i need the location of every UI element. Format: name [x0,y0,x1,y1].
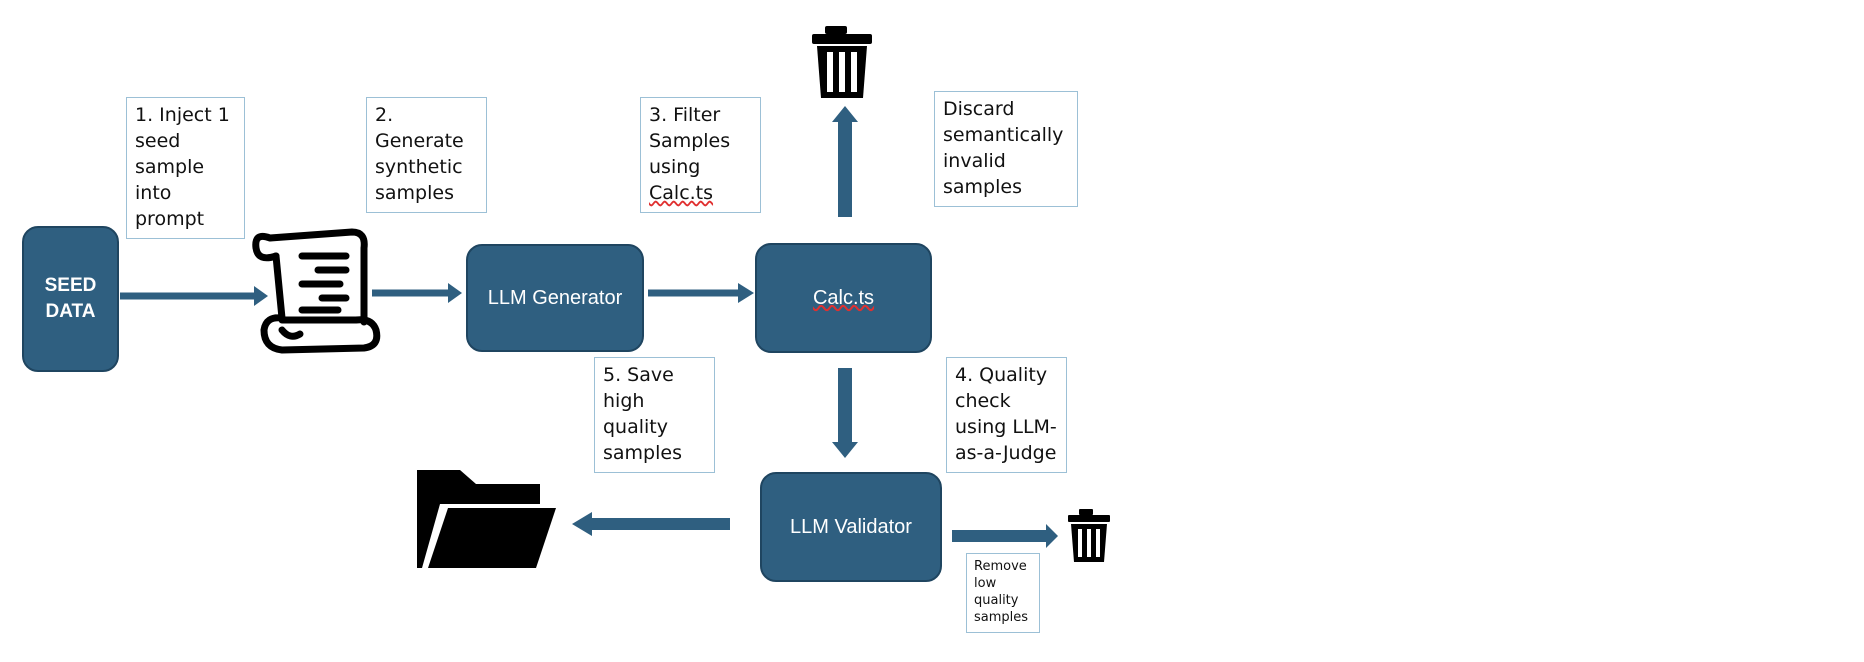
arrow-validator-to-trash [952,524,1058,548]
calc-node: Calc.ts [755,243,932,353]
arrow-calc-to-validator [832,368,858,458]
step4-note: 4. Quality check using LLM- as-a-Judge [946,357,1067,473]
open-folder-icon [417,470,556,568]
trash-icon-top [812,26,872,98]
step2-note: 2. Generate synthetic samples [366,97,487,213]
scroll-document-icon [252,228,381,354]
llm-validator-label: LLM Validator [790,515,912,538]
arrow-seed-to-prompt [120,286,268,306]
discard-note: Discard semantically invalid samples [934,91,1078,207]
arrow-validator-to-folder [572,512,730,536]
remove-note: Remove low quality samples [966,553,1040,633]
step3-calc-text: Calc.ts [649,182,714,204]
arrow-calc-to-trash [832,106,858,217]
step5-note: 5. Save high quality samples [594,357,715,473]
arrow-generator-to-calc [648,283,754,303]
llm-validator-node: LLM Validator [760,472,942,582]
arrow-prompt-to-generator [372,283,462,303]
step3-text: 3. Filter Samples using [649,104,731,178]
step1-note: 1. Inject 1 seed sample into prompt [126,97,245,239]
seed-data-label: SEED DATA [44,275,97,322]
step3-note: 3. Filter Samples using Calc.ts [640,97,761,213]
llm-generator-node: LLM Generator [466,244,644,352]
trash-icon-right [1068,509,1110,562]
llm-generator-label: LLM Generator [487,286,623,309]
calc-label: Calc.ts [812,286,875,309]
seed-data-node: SEED DATA [22,226,119,372]
